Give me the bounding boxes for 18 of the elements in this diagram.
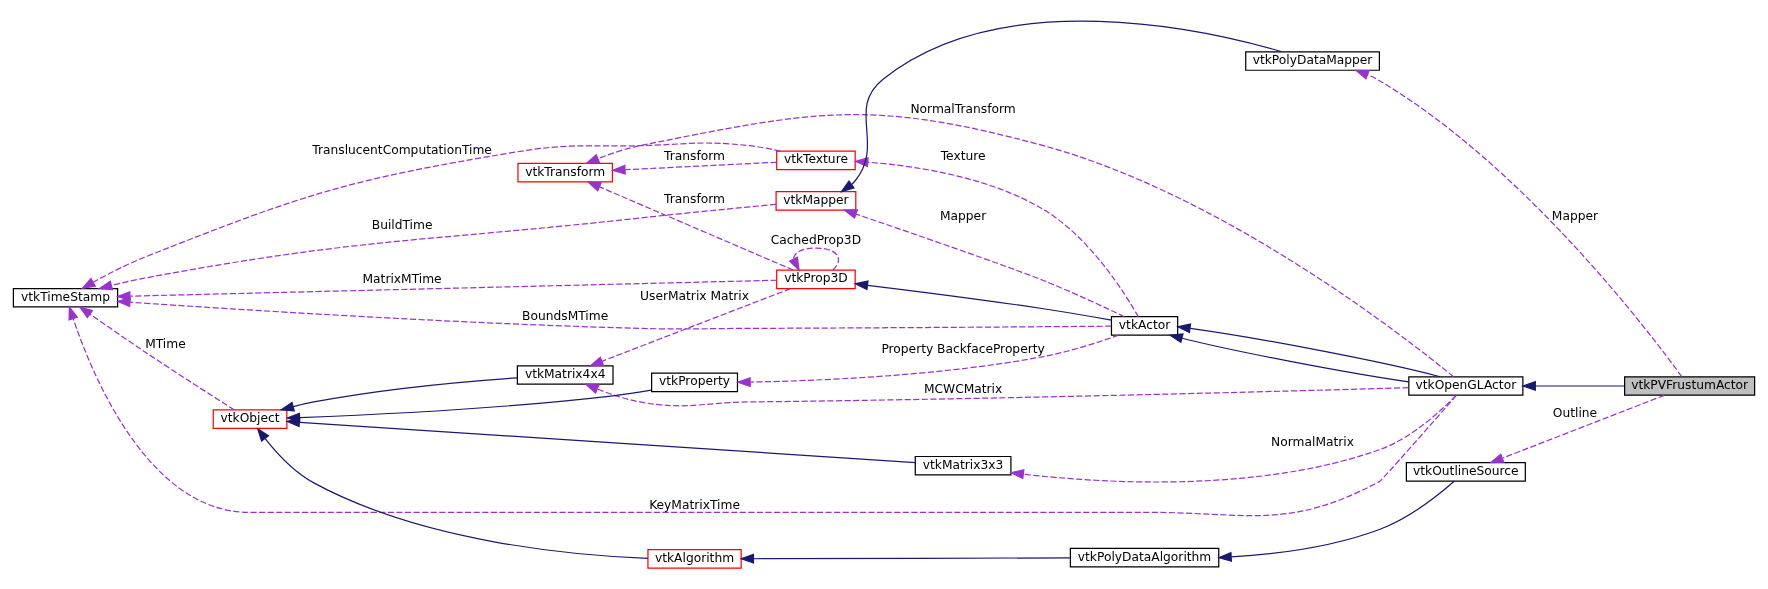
- edge-label: Property BackfaceProperty: [881, 341, 1045, 356]
- edge-label: TranslucentComputationTime: [312, 143, 492, 158]
- edge-label: KeyMatrixTime: [649, 497, 740, 512]
- edge-label: NormalMatrix: [1271, 435, 1355, 450]
- edge-label: Transform: [664, 149, 726, 164]
- edge-label: UserMatrix Matrix: [640, 289, 750, 304]
- edge-label: MTime: [145, 336, 186, 351]
- edge-label: MatrixMTime: [362, 272, 442, 286]
- edge-label: Transform: [664, 192, 726, 207]
- edge-label: BoundsMTime: [522, 308, 609, 323]
- edge-label: CachedProp3D: [770, 233, 862, 248]
- edge-label: Outline: [1552, 405, 1598, 420]
- edge-label: NormalTransform: [910, 101, 1016, 116]
- edge-label: MCWCMatrix: [923, 382, 1003, 397]
- edge-label: BuildTime: [371, 218, 433, 233]
- edge-label: Mapper: [939, 209, 987, 224]
- edge-label: Mapper: [1551, 209, 1599, 224]
- edge-label: Texture: [940, 149, 986, 164]
